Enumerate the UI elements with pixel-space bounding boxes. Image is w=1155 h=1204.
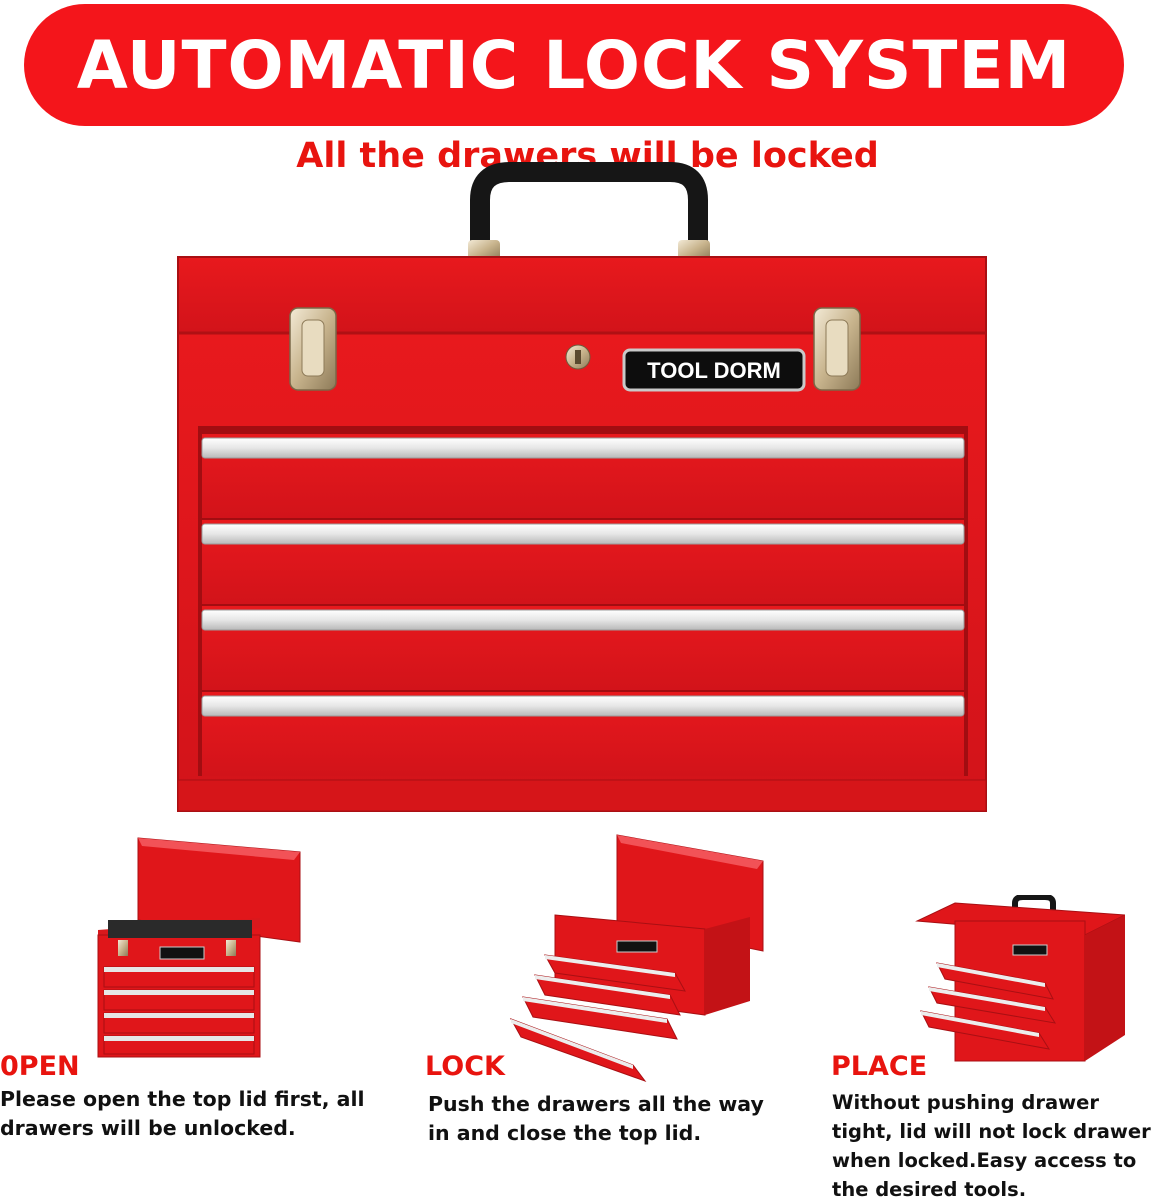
drawer-1[interactable] xyxy=(201,434,965,518)
place-chest-illustration xyxy=(915,895,1125,1062)
banner-title: AUTOMATIC LOCK SYSTEM xyxy=(76,26,1072,104)
title-banner: AUTOMATIC LOCK SYSTEM xyxy=(24,4,1124,126)
step-place-line: tight, lid will not lock drawer xyxy=(832,1120,1151,1143)
drawer-4[interactable] xyxy=(201,692,965,776)
step-lock-description: Push the drawers all the way in and clos… xyxy=(428,1090,764,1148)
step-open-title: 0PEN xyxy=(0,1051,80,1082)
hero-tool-chest: TOOL DORM xyxy=(177,162,987,812)
carry-handle xyxy=(468,162,710,265)
step-open-description: Please open the top lid first, all drawe… xyxy=(0,1085,365,1143)
latch-right xyxy=(813,307,861,391)
step-open-line: Please open the top lid first, all xyxy=(0,1087,365,1111)
brand-logo: TOOL DORM xyxy=(647,358,781,383)
lock-chest-illustration xyxy=(509,834,764,1083)
step-lock-line: in and close the top lid. xyxy=(428,1121,702,1145)
step-lock-title: LOCK xyxy=(425,1051,505,1082)
step-open-line: drawers will be unlocked. xyxy=(0,1116,296,1140)
step-place-description: Without pushing drawer tight, lid will n… xyxy=(832,1088,1151,1204)
drawer-3[interactable] xyxy=(201,606,965,690)
latch-left xyxy=(289,307,337,391)
open-chest-illustration xyxy=(97,837,301,1058)
step-lock-line: Push the drawers all the way xyxy=(428,1092,764,1116)
keyhole-icon xyxy=(565,344,591,370)
drawer-2[interactable] xyxy=(201,520,965,604)
step-place-line: Without pushing drawer xyxy=(832,1091,1100,1114)
step-place-line: the desired tools. xyxy=(832,1178,1027,1201)
step-place-title: PLACE xyxy=(831,1051,928,1082)
brand-badge: TOOL DORM xyxy=(622,348,806,392)
step-place-line: when locked.Easy access to xyxy=(832,1149,1137,1172)
